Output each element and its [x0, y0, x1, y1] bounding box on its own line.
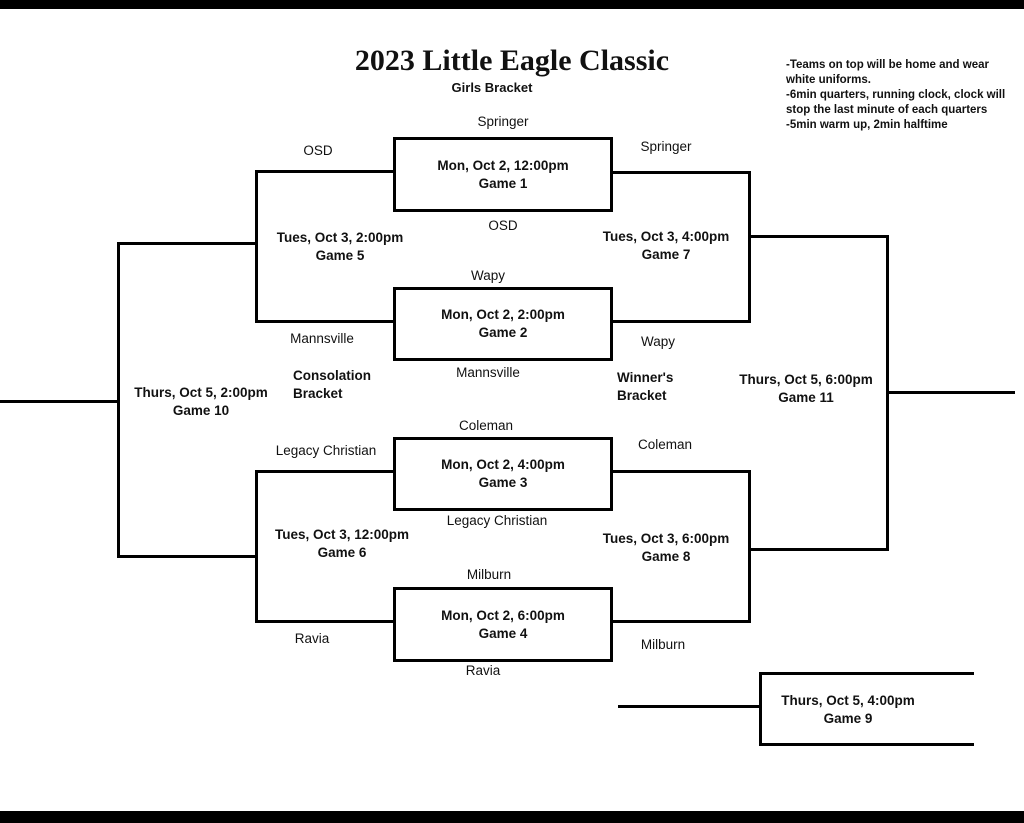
game-6-date: Tues, Oct 3, 12:00pm: [274, 527, 410, 542]
game-6-label: Tues, Oct 3, 12:00pm Game 6: [262, 526, 422, 562]
game-4-home-team: Milburn: [466, 567, 512, 582]
game-7-top-team: Springer: [640, 139, 692, 154]
g6-top-line: [255, 470, 397, 473]
g8-top-line: [610, 470, 751, 473]
g9-vertical: [759, 672, 762, 746]
game-8-label: Tues, Oct 3, 6:00pm Game 8: [588, 530, 744, 566]
game-7-name: Game 7: [641, 247, 691, 262]
game-10-date: Thurs, Oct 5, 2:00pm: [134, 385, 268, 400]
g8-vertical: [748, 470, 751, 623]
game-9-label: Thurs, Oct 5, 4:00pm Game 9: [770, 692, 926, 728]
game-3-away-team: Legacy Christian: [446, 513, 548, 528]
g9-top-line: [759, 672, 974, 675]
game-11-name: Game 11: [778, 390, 834, 405]
game-4-name: Game 4: [478, 625, 528, 641]
g9-bottom-line: [759, 743, 974, 746]
g5-bottom-line: [255, 320, 397, 323]
g6-bottom-line: [255, 620, 397, 623]
g11-top-line: [748, 235, 889, 238]
g11-exit-line: [886, 391, 1015, 394]
game-9-date: Thurs, Oct 5, 4:00pm: [781, 693, 915, 708]
game-2-date: Mon, Oct 2, 2:00pm: [441, 307, 565, 322]
game-11-date: Thurs, Oct 5, 6:00pm: [739, 372, 873, 387]
game-10-name: Game 10: [172, 403, 230, 418]
game-10-label: Thurs, Oct 5, 2:00pm Game 10: [126, 384, 276, 420]
game-5-label: Tues, Oct 3, 2:00pm Game 5: [262, 229, 418, 265]
game-6-name: Game 6: [317, 545, 367, 560]
game-2-box: Mon, Oct 2, 2:00pm Game 2: [393, 287, 613, 361]
game-1-name: Game 1: [478, 175, 528, 191]
g11-bottom-line: [748, 548, 889, 551]
rule-note: -5min warm up, 2min halftime: [786, 119, 948, 131]
g8-bottom-line: [610, 620, 751, 623]
game-5-name: Game 5: [315, 248, 365, 263]
game-4-date: Mon, Oct 2, 6:00pm: [441, 607, 565, 623]
game-5-bottom-team: Mannsville: [290, 331, 354, 346]
game-9-name: Game 9: [823, 711, 873, 726]
g9-entry-line: [618, 705, 761, 708]
game-2-home-team: Wapy: [470, 268, 505, 283]
game-8-name: Game 8: [641, 549, 691, 564]
page-title: 2023 Little Eagle Classic: [354, 44, 670, 77]
game-1-box: Mon, Oct 2, 12:00pm Game 1: [393, 137, 613, 212]
consolation-bracket-label: Consolation Bracket: [293, 368, 371, 401]
rule-note: -Teams on top will be home and wear whit…: [786, 59, 989, 86]
game-7-bottom-team: Wapy: [640, 334, 675, 349]
g7-top-line: [610, 171, 751, 174]
game-7-label: Tues, Oct 3, 4:00pm Game 7: [588, 228, 744, 264]
g10-bottom-line: [117, 555, 258, 558]
game-1-date: Mon, Oct 2, 12:00pm: [437, 157, 569, 173]
g5-vertical: [255, 170, 258, 323]
game-11-label: Thurs, Oct 5, 6:00pm Game 11: [728, 371, 884, 407]
bottom-border: [0, 811, 1024, 823]
game-3-box: Mon, Oct 2, 4:00pm Game 3: [393, 437, 613, 511]
game-8-bottom-team: Milburn: [640, 637, 686, 652]
game-3-name: Game 3: [478, 475, 528, 490]
g5-top-line: [255, 170, 397, 173]
g7-bottom-line: [610, 320, 751, 323]
top-border: [0, 0, 1024, 9]
game-5-date: Tues, Oct 3, 2:00pm: [276, 230, 404, 245]
g7-vertical: [748, 171, 751, 323]
game-2-away-team: Mannsville: [456, 365, 520, 380]
game-4-away-team: Ravia: [465, 663, 501, 678]
game-2-name: Game 2: [478, 325, 528, 340]
rules-notes: -Teams on top will be home and wear whit…: [786, 58, 1016, 133]
game-1-away-team: OSD: [488, 218, 518, 233]
game-4-box: Mon, Oct 2, 6:00pm Game 4: [393, 587, 613, 662]
game-3-date: Mon, Oct 2, 4:00pm: [441, 457, 565, 472]
game-8-date: Tues, Oct 3, 6:00pm: [602, 531, 730, 546]
game-3-home-team: Coleman: [458, 418, 514, 433]
winners-bracket-label: Winner's Bracket: [617, 370, 674, 403]
game-7-date: Tues, Oct 3, 4:00pm: [602, 229, 730, 244]
g10-exit-line: [0, 400, 120, 403]
game-6-bottom-team: Ravia: [294, 631, 330, 646]
rule-note: -6min quarters, running clock, clock wil…: [786, 89, 1006, 116]
bracket-subtitle: Girls Bracket: [451, 80, 533, 95]
game-5-top-team: OSD: [303, 143, 333, 158]
game-8-top-team: Coleman: [637, 437, 693, 452]
g6-vertical: [255, 470, 258, 623]
game-6-top-team: Legacy Christian: [275, 443, 377, 458]
game-1-home-team: Springer: [477, 114, 529, 129]
g10-top-line: [117, 242, 258, 245]
